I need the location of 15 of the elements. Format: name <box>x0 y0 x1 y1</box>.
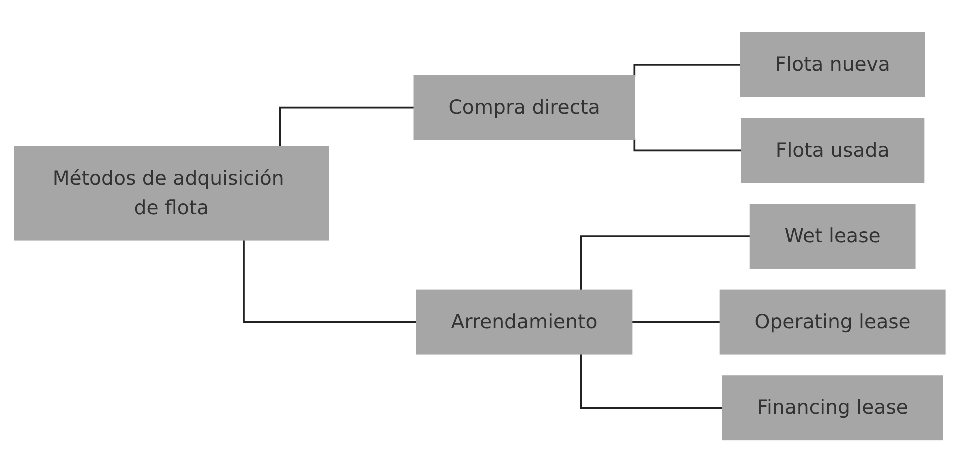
node-box: Wet lease <box>750 204 916 268</box>
node-box: Arrendamiento <box>416 289 633 354</box>
connector <box>631 320 720 323</box>
node-box: Flota nueva <box>740 32 926 97</box>
node-box: Financing lease <box>722 375 944 440</box>
node-box: Métodos de adquisición de flota <box>14 146 330 240</box>
connector <box>243 240 417 323</box>
connector <box>279 106 414 147</box>
node-box: Operating lease <box>720 289 946 354</box>
connector <box>634 63 741 76</box>
connector <box>580 235 750 290</box>
node-box: Flota usada <box>741 118 925 183</box>
node-box: Compra directa <box>414 74 636 140</box>
connector <box>634 138 742 152</box>
connector <box>580 354 723 409</box>
